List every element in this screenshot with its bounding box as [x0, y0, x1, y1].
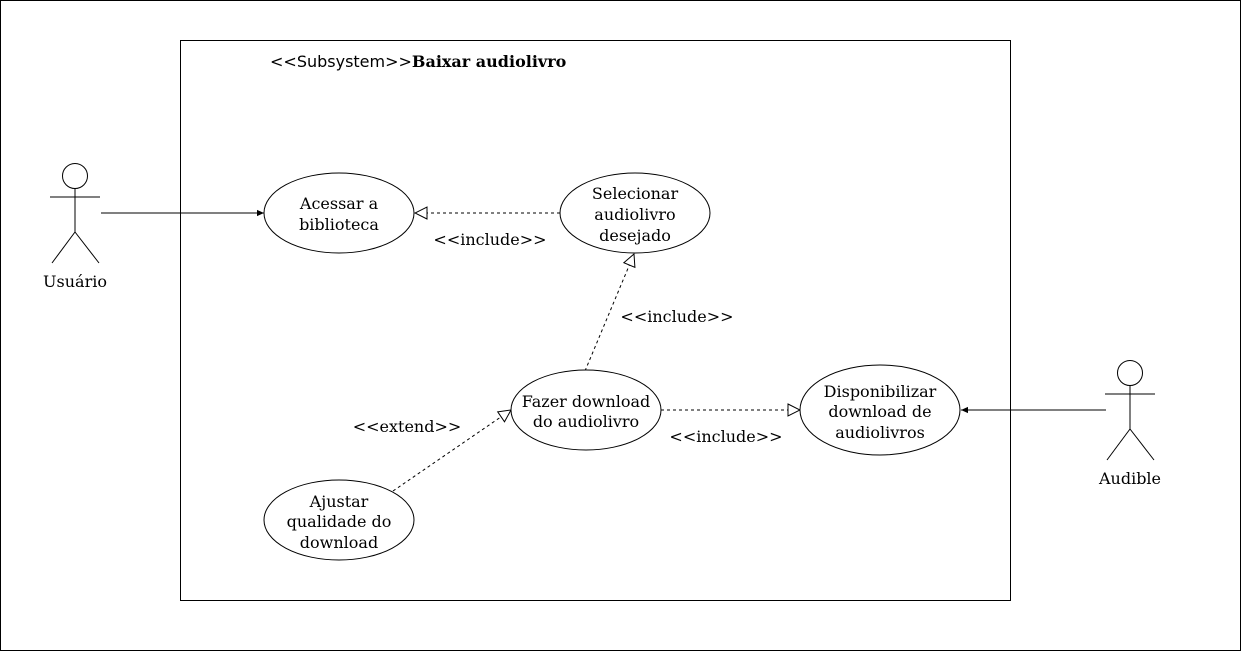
use-case-label-line: audiolivros: [835, 423, 925, 442]
relation-label-include: <<include>>: [433, 230, 546, 249]
subsystem-title: <<Subsystem>>Baixar audiolivro: [270, 52, 567, 71]
actor-head: [1117, 360, 1143, 386]
relation-label-extend: <<extend>>: [353, 417, 462, 436]
use-case-label-line: biblioteca: [299, 215, 379, 234]
use-case-label-line: audiolivro: [594, 205, 675, 224]
use-case-label-line: Selecionar: [592, 184, 679, 203]
use-case-label-line: qualidade do: [287, 512, 392, 531]
relation-label-include: <<include>>: [620, 307, 733, 326]
actor-left-leg: [1106, 428, 1131, 461]
actor-head: [62, 163, 88, 189]
use-case-label-line: download: [300, 533, 378, 552]
relation-label-include: <<include>>: [669, 427, 782, 446]
actor-label: Usuário: [43, 272, 107, 291]
subsystem-stereotype: <<Subsystem>>: [270, 52, 412, 71]
actor-right-leg: [74, 231, 100, 264]
use-case-label-line: Disponibilizar: [824, 382, 937, 401]
actor-right-leg: [1129, 428, 1155, 461]
use-case-label-line: Ajustar: [309, 492, 369, 511]
use-case-disponibilizar-download[interactable]: Disponibilizar download de audiolivros: [799, 364, 961, 456]
use-case-label-line: Acessar a: [299, 194, 379, 213]
actor-left-leg: [51, 231, 76, 264]
use-case-acessar-biblioteca[interactable]: Acessar a biblioteca: [263, 172, 415, 254]
use-case-fazer-download[interactable]: Fazer download do audiolivro: [510, 369, 662, 451]
subsystem-name: Baixar audiolivro: [412, 52, 567, 71]
use-case-label-line: download de: [828, 402, 931, 421]
actor-label: Audible: [1098, 469, 1161, 488]
use-case-ajustar-qualidade[interactable]: Ajustar qualidade do download: [263, 479, 415, 561]
actor-audible[interactable]: Audible: [1098, 360, 1161, 489]
use-case-label-line: do audiolivro: [533, 412, 639, 431]
use-case-label-line: Fazer download: [522, 392, 651, 411]
actor-usuario[interactable]: Usuário: [43, 163, 107, 292]
use-case-label-line: desejado: [599, 226, 671, 245]
use-case-selecionar-audiolivro[interactable]: Selecionar audiolivro desejado: [559, 172, 711, 254]
